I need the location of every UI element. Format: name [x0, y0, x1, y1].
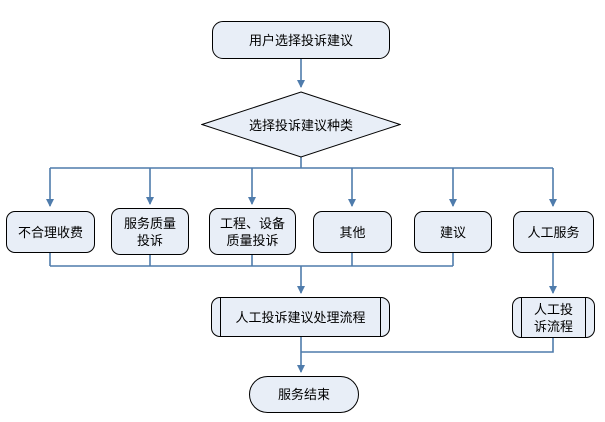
node-suggestion: 建议: [414, 211, 492, 253]
node-end: 服务结束: [249, 376, 359, 413]
predefined-process-bar: [380, 298, 381, 336]
node-label: 建议: [439, 224, 466, 240]
node-decision: 选择投诉建议种类: [201, 91, 401, 158]
node-label: 服务结束: [277, 387, 330, 402]
node-manual-complaint-process: 人工投 诉流程: [512, 297, 595, 338]
node-manual-complaint-suggestion-process: 人工投诉建议处理流程: [211, 297, 390, 337]
node-label: 诉流程: [533, 318, 573, 334]
node-label: 选择投诉建议种类: [248, 118, 353, 133]
predefined-process-bar: [585, 298, 586, 337]
node-other: 其他: [313, 211, 392, 253]
node-label: 人工服务: [527, 224, 580, 240]
node-label: 工程、设备: [219, 215, 285, 231]
node-label: 质量投诉: [226, 232, 279, 248]
node-label: 服务质量: [123, 215, 176, 231]
node-engineering-equipment-quality-complaint: 工程、设备 质量投诉: [209, 208, 296, 255]
predefined-process-bar: [220, 298, 221, 336]
node-service-quality-complaint: 服务质量 投诉: [111, 208, 189, 255]
node-label: 人工投诉建议处理流程: [235, 309, 366, 325]
node-label: 人工投: [533, 301, 573, 317]
node-label: 投诉: [136, 232, 163, 248]
node-start: 用户选择投诉建议: [212, 21, 390, 59]
predefined-process-bar: [521, 298, 522, 337]
node-unreasonable-fees: 不合理收费: [6, 211, 95, 253]
node-manual-service: 人工服务: [513, 211, 594, 253]
node-label: 其他: [339, 224, 366, 240]
node-label: 用户选择投诉建议: [248, 32, 353, 48]
node-label: 不合理收费: [17, 224, 83, 240]
